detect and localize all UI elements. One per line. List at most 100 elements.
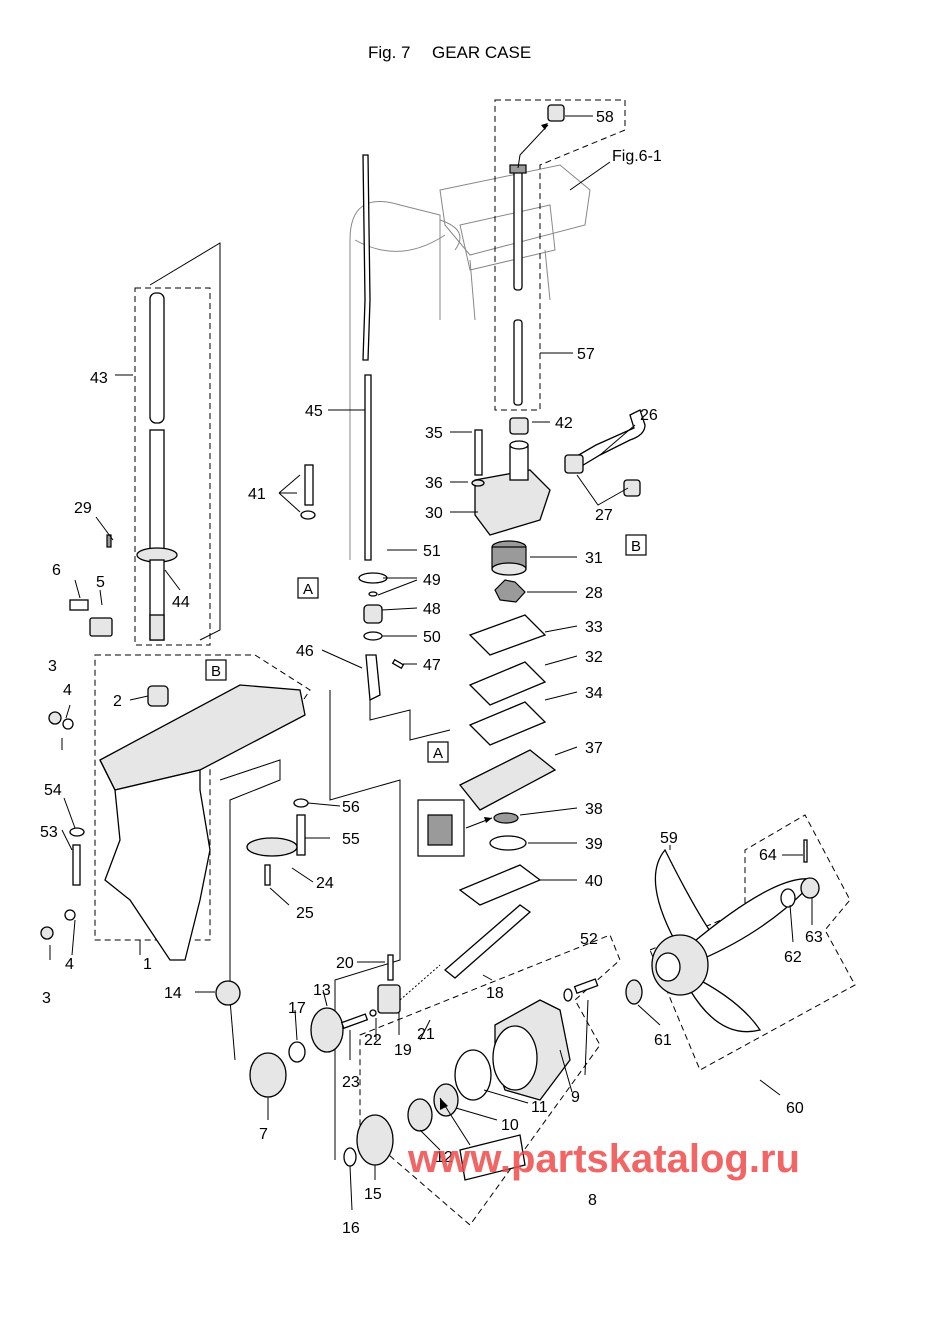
callout-41: 41	[248, 486, 266, 503]
oil-seal	[493, 812, 519, 824]
callout-22: 22	[364, 1032, 382, 1049]
callout-26: 26	[640, 407, 658, 424]
plate-part	[468, 661, 547, 706]
needle-bearing	[407, 1098, 433, 1132]
cotter-pin	[803, 839, 808, 863]
cap-part	[509, 417, 529, 435]
ref-box-b-pump	[625, 534, 647, 556]
callout-37: 37	[585, 740, 603, 757]
callout-labels: 58 Fig.6-1 57 35 42 26 36 30 27 31 28 33…	[40, 109, 823, 1237]
propeller-group-box	[649, 814, 856, 1071]
callout-64: 64	[759, 847, 777, 864]
ref-label-b-pump: B	[631, 538, 641, 555]
callout-40: 40	[585, 873, 603, 890]
washer-54	[69, 827, 85, 837]
shift-cam	[365, 654, 381, 702]
callout-8: 8	[588, 1192, 597, 1209]
hose-grommet	[623, 479, 641, 497]
ref-box-a-upper	[297, 577, 319, 599]
callout-56: 56	[342, 799, 360, 816]
callout-38: 38	[585, 801, 603, 818]
impeller-part	[494, 579, 526, 603]
callout-4-upper: 4	[63, 682, 72, 699]
gear-case-body	[99, 684, 306, 961]
water-pump-housing	[474, 440, 551, 536]
gasket-lower	[468, 701, 547, 746]
callout-fig-ref: Fig.6-1	[612, 148, 662, 165]
callout-16: 16	[342, 1220, 360, 1237]
pin-20	[387, 954, 394, 981]
o-ring-part	[489, 835, 527, 851]
shift-bushing	[363, 604, 383, 624]
washer-62	[780, 888, 796, 908]
callout-43: 43	[90, 370, 108, 387]
callout-12: 12	[435, 1149, 453, 1166]
reverse-gear	[356, 1114, 394, 1166]
shift-pin	[391, 658, 405, 670]
water-tube	[509, 164, 527, 406]
callout-47: 47	[423, 657, 441, 674]
washer-56	[293, 798, 309, 808]
callout-49: 49	[423, 572, 441, 589]
hose-fitting	[564, 454, 584, 474]
figure-title: GEAR CASE	[432, 43, 531, 62]
ball-22	[369, 1009, 377, 1017]
callout-53: 53	[40, 824, 58, 841]
callout-23: 23	[342, 1074, 360, 1091]
callout-3-upper: 3	[48, 658, 57, 675]
screw-25	[264, 864, 271, 886]
callout-63: 63	[805, 929, 823, 946]
callout-45: 45	[305, 403, 323, 420]
callout-39: 39	[585, 836, 603, 853]
callout-31: 31	[585, 550, 603, 567]
upper-casing-ghost	[349, 164, 591, 560]
callout-25: 25	[296, 905, 314, 922]
ref-box-b-case	[205, 659, 227, 681]
callout-18: 18	[486, 985, 504, 1002]
callout-19: 19	[394, 1042, 412, 1059]
callout-21: 21	[417, 1026, 435, 1043]
callout-57: 57	[577, 346, 595, 363]
callout-34: 34	[585, 685, 603, 702]
bushing-part	[147, 685, 169, 707]
callout-32: 32	[585, 649, 603, 666]
callout-33: 33	[585, 619, 603, 636]
callout-51: 51	[423, 543, 441, 560]
gasket-lower-plug	[64, 909, 76, 921]
washer-part	[471, 479, 485, 487]
callout-5: 5	[96, 574, 105, 591]
propeller-shaft	[443, 904, 532, 979]
shift-plunger	[340, 1013, 369, 1030]
driveshaft-group-box	[134, 287, 211, 646]
shift-rod-lower	[364, 374, 372, 561]
prop-nut	[800, 877, 820, 899]
callout-36: 36	[425, 475, 443, 492]
callout-50: 50	[423, 629, 441, 646]
thrust-washer	[625, 979, 643, 1005]
leader-lines	[49, 115, 813, 1211]
gasket-upper	[468, 614, 547, 656]
figure-number: Fig. 7	[368, 43, 411, 62]
ref-label-a-lower: A	[433, 745, 443, 762]
cover-plate	[458, 864, 542, 906]
callout-9: 9	[571, 1089, 580, 1106]
propeller	[651, 848, 817, 1033]
callout-54: 54	[44, 782, 62, 799]
ref-label-b-case: B	[211, 663, 221, 680]
ref-box-a-lower	[427, 741, 449, 763]
callout-29: 29	[74, 500, 92, 517]
shift-rod-upper	[362, 154, 371, 361]
washer-52	[563, 988, 573, 1002]
plug-upper	[48, 711, 62, 725]
callout-62: 62	[784, 949, 802, 966]
plug-lower	[40, 926, 54, 940]
bolt-55	[296, 814, 306, 856]
callout-35: 35	[425, 425, 443, 442]
plate-24	[246, 837, 298, 857]
callout-4-lower: 4	[65, 956, 74, 973]
bolt-52	[573, 978, 599, 995]
callout-24: 24	[316, 875, 334, 892]
shim-16	[343, 1147, 357, 1167]
